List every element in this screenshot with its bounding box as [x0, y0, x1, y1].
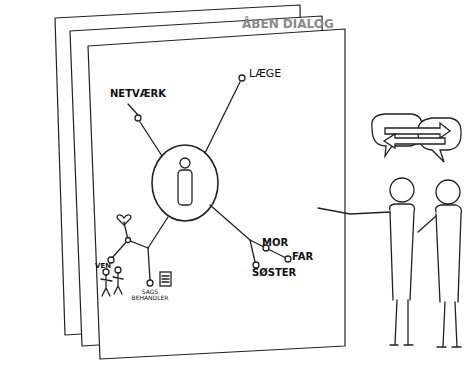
spoke-line [148, 217, 168, 248]
sheet-title: ÅBEN DIALOG [242, 18, 334, 31]
spoke-dot [239, 75, 245, 81]
spoke-line [128, 104, 138, 115]
document-icon [160, 272, 171, 286]
person-head [436, 180, 460, 204]
spoke-line [205, 82, 240, 153]
person-legs [437, 302, 461, 347]
person-arm [418, 216, 436, 232]
dialog-arrow [384, 134, 445, 148]
friend-figure [101, 273, 123, 296]
map-label: FAR [292, 252, 313, 263]
person-figure [436, 205, 462, 302]
document-icon [162, 276, 169, 282]
spoke-line [210, 205, 250, 240]
person-figure [390, 204, 415, 300]
spoke-line [112, 222, 148, 258]
spoke-dot [135, 115, 141, 121]
paper-sheet [88, 29, 345, 359]
spoke-dot [126, 238, 131, 243]
map-label: LÆGE [249, 68, 281, 80]
map-label: MOR [262, 238, 288, 249]
friend-figure [115, 267, 121, 273]
spoke-line [140, 122, 162, 156]
person-legs [390, 300, 413, 345]
pointing-arm [318, 208, 390, 214]
person-head [180, 158, 190, 168]
map-label: SØSTER [252, 268, 296, 279]
heart-symbol [117, 215, 131, 225]
spoke-line [148, 248, 150, 280]
speech-bubble [372, 114, 423, 156]
map-label: SAGS BEHANDLER [124, 289, 176, 302]
map-label: NETVÆRK [110, 89, 166, 100]
person-body [178, 170, 192, 205]
person-head [390, 178, 414, 202]
map-label: VEN [95, 263, 111, 270]
spoke-dot [147, 280, 153, 286]
spoke-dot [285, 256, 291, 262]
